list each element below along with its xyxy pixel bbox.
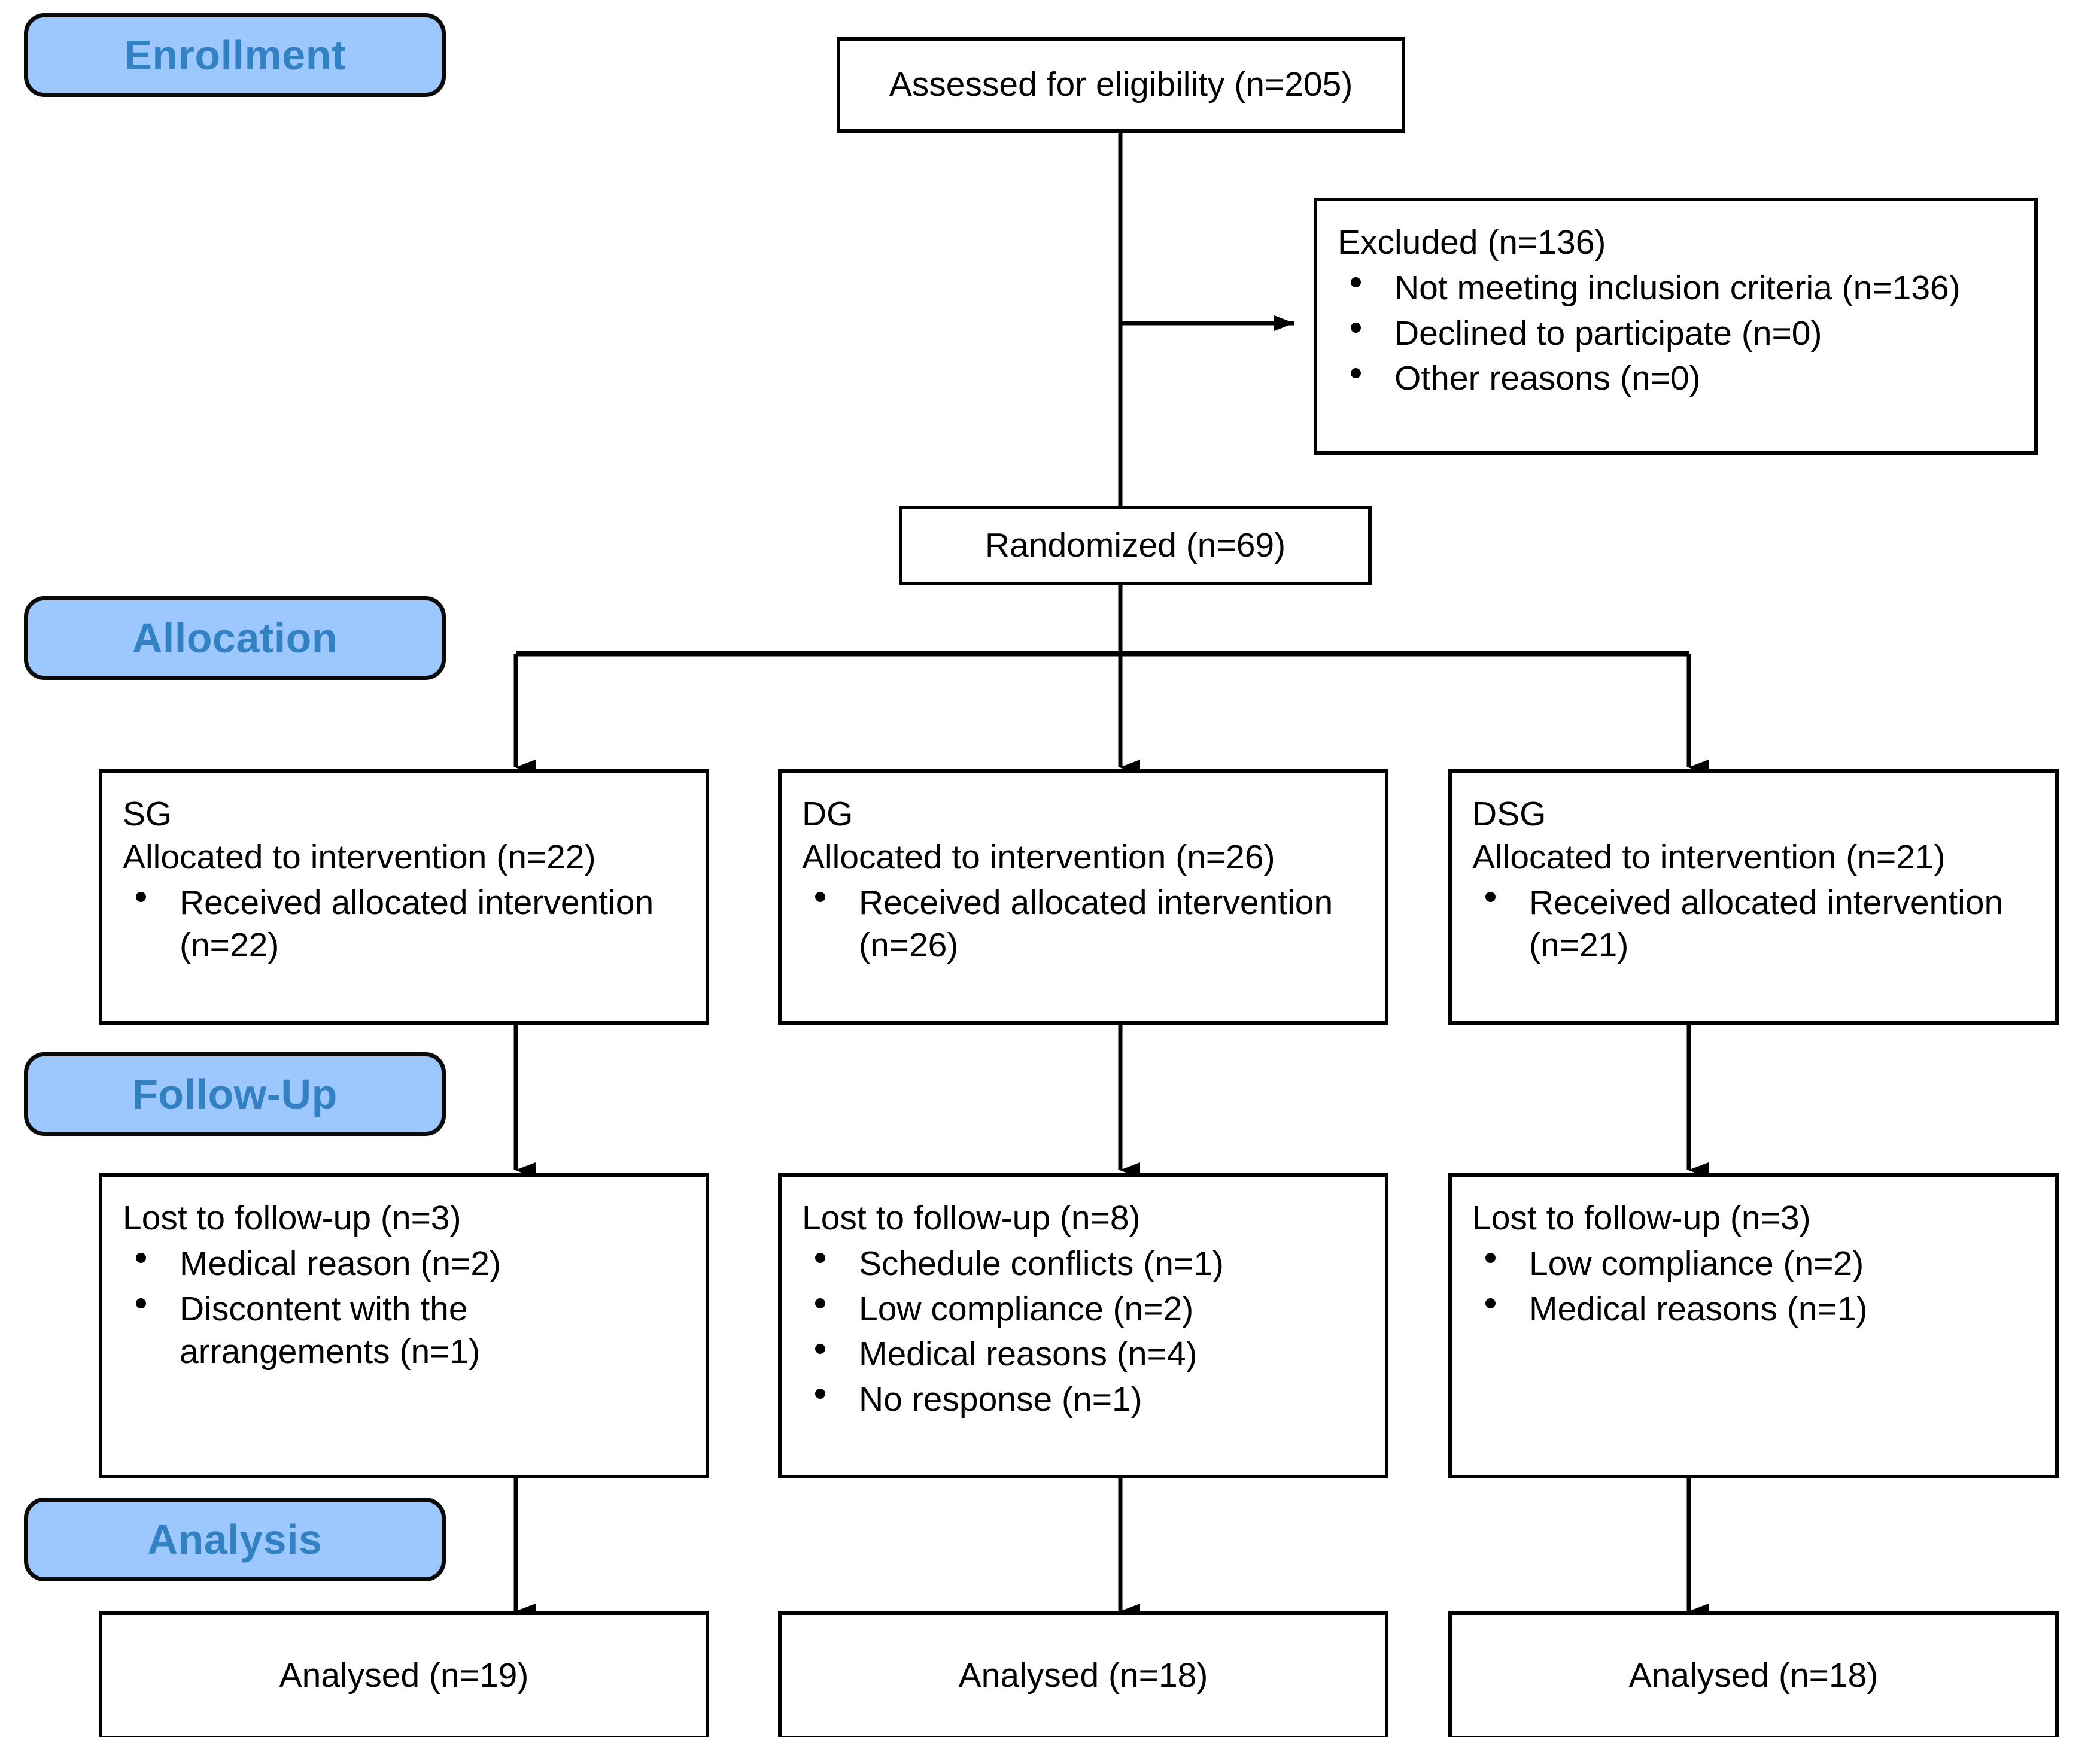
list-item: Received allocated intervention (n=21) (1472, 882, 2037, 968)
analysed-text: Analysed (n=18) (1628, 1656, 1879, 1695)
box-analysed-sg: Analysed (n=19) (99, 1611, 709, 1737)
list-item: Received allocated intervention (n=22) (123, 882, 688, 968)
bullet-icon (1351, 322, 1361, 333)
box-followup-dsg: Lost to follow-up (n=3) Low compliance (… (1448, 1173, 2059, 1478)
stage-badge-analysis: Analysis (24, 1498, 446, 1581)
stage-badge-enrollment: Enrollment (24, 13, 446, 97)
list-item: Medical reason (n=2) (123, 1243, 688, 1286)
analysed-text: Analysed (n=18) (958, 1656, 1208, 1695)
analysed-text: Analysed (n=19) (279, 1656, 529, 1695)
followup-reason-list: Medical reason (n=2) Discontent with the… (123, 1243, 688, 1374)
followup-reason-text: Medical reasons (n=4) (859, 1335, 1198, 1374)
allocation-group-label: SG (123, 795, 172, 833)
bullet-icon (815, 1389, 825, 1399)
randomized-text: Randomized (n=69) (984, 526, 1286, 564)
box-allocation-sg: SG Allocated to intervention (n=22) Rece… (99, 769, 709, 1025)
bullet-icon (136, 891, 146, 902)
box-randomized: Randomized (n=69) (899, 506, 1372, 585)
stage-badge-enrollment-label: Enrollment (124, 32, 346, 78)
list-item: Schedule conflicts (n=1) (802, 1243, 1367, 1286)
followup-reason-text: Schedule conflicts (n=1) (859, 1244, 1224, 1283)
followup-heading: Lost to follow-up (n=3) (123, 1199, 461, 1237)
box-allocation-dsg: DSG Allocated to intervention (n=21) Rec… (1448, 769, 2059, 1025)
followup-heading: Lost to follow-up (n=8) (802, 1199, 1141, 1237)
stage-badge-analysis-label: Analysis (147, 1516, 323, 1563)
allocation-group-label: DSG (1472, 795, 1546, 833)
list-item: Declined to participate (n=0) (1338, 312, 2016, 356)
followup-reason-text: Low compliance (n=2) (859, 1289, 1194, 1328)
bullet-icon (1351, 277, 1361, 287)
allocation-bullet-list: Received allocated intervention (n=21) (1472, 882, 2037, 968)
followup-reason-text: Medical reasons (n=1) (1529, 1289, 1868, 1328)
list-item: Other reasons (n=0) (1338, 357, 2016, 400)
excluded-heading: Excluded (n=136) (1338, 223, 1606, 262)
excluded-reason-text: Not meeting inclusion criteria (n=136) (1394, 268, 1961, 307)
list-item: Received allocated intervention (n=26) (802, 882, 1367, 968)
bullet-icon (1485, 1298, 1496, 1308)
excluded-reason-list: Not meeting inclusion criteria (n=136) D… (1338, 267, 2016, 400)
allocation-allocated-text: Allocated to intervention (n=21) (1472, 837, 1946, 876)
stage-badge-followup: Follow-Up (24, 1052, 446, 1136)
list-item: Not meeting inclusion criteria (n=136) (1338, 267, 2016, 310)
bullet-icon (815, 1298, 825, 1308)
list-item: Medical reasons (n=1) (1472, 1288, 2037, 1331)
allocation-group-label: DG (802, 795, 853, 833)
excluded-reason-text: Declined to participate (n=0) (1394, 314, 1822, 353)
box-followup-sg: Lost to follow-up (n=3) Medical reason (… (99, 1173, 709, 1478)
list-item: Low compliance (n=2) (802, 1288, 1367, 1331)
excluded-reason-text: Other reasons (n=0) (1394, 359, 1701, 398)
allocation-bullet-list: Received allocated intervention (n=26) (802, 882, 1367, 968)
stage-badge-allocation-label: Allocation (132, 615, 338, 661)
stage-badge-followup-label: Follow-Up (132, 1071, 338, 1117)
bullet-icon (1485, 1252, 1496, 1263)
followup-reason-text: Medical reason (n=2) (180, 1244, 502, 1283)
box-analysed-dsg: Analysed (n=18) (1448, 1611, 2059, 1737)
list-item: Low compliance (n=2) (1472, 1243, 2037, 1286)
allocation-allocated-text: Allocated to intervention (n=22) (123, 837, 596, 876)
bullet-icon (1351, 368, 1361, 378)
followup-reason-list: Low compliance (n=2) Medical reasons (n=… (1472, 1243, 2037, 1331)
assessed-for-eligibility-text: Assessed for eligibility (n=205) (889, 65, 1353, 104)
box-assessed-for-eligibility: Assessed for eligibility (n=205) (837, 37, 1405, 133)
followup-reason-text: No response (n=1) (859, 1380, 1142, 1419)
stage-badge-allocation: Allocation (24, 596, 446, 680)
bullet-icon (815, 891, 825, 902)
allocation-bullet-text: Received allocated intervention (n=22) (180, 883, 654, 965)
followup-reason-list: Schedule conflicts (n=1) Low compliance … (802, 1243, 1367, 1422)
list-item: No response (n=1) (802, 1378, 1367, 1422)
allocation-bullet-text: Received allocated intervention (n=21) (1529, 883, 2004, 965)
bullet-icon (136, 1298, 146, 1308)
bullet-icon (815, 1343, 825, 1354)
box-analysed-dg: Analysed (n=18) (778, 1611, 1388, 1737)
bullet-icon (1485, 891, 1496, 902)
list-item: Medical reasons (n=4) (802, 1333, 1367, 1376)
followup-reason-text: Discontent with the arrangements (n=1) (180, 1289, 481, 1371)
bullet-icon (136, 1252, 146, 1263)
followup-reason-text: Low compliance (n=2) (1529, 1244, 1864, 1283)
allocation-bullet-list: Received allocated intervention (n=22) (123, 882, 688, 968)
box-followup-dg: Lost to follow-up (n=8) Schedule conflic… (778, 1173, 1388, 1478)
list-item: Discontent with the arrangements (n=1) (123, 1288, 688, 1374)
bullet-icon (815, 1252, 825, 1263)
followup-heading: Lost to follow-up (n=3) (1472, 1199, 1811, 1237)
box-allocation-dg: DG Allocated to intervention (n=26) Rece… (778, 769, 1388, 1025)
allocation-allocated-text: Allocated to intervention (n=26) (802, 837, 1275, 876)
allocation-bullet-text: Received allocated intervention (n=26) (859, 883, 1333, 965)
box-excluded: Excluded (n=136) Not meeting inclusion c… (1314, 198, 2038, 455)
